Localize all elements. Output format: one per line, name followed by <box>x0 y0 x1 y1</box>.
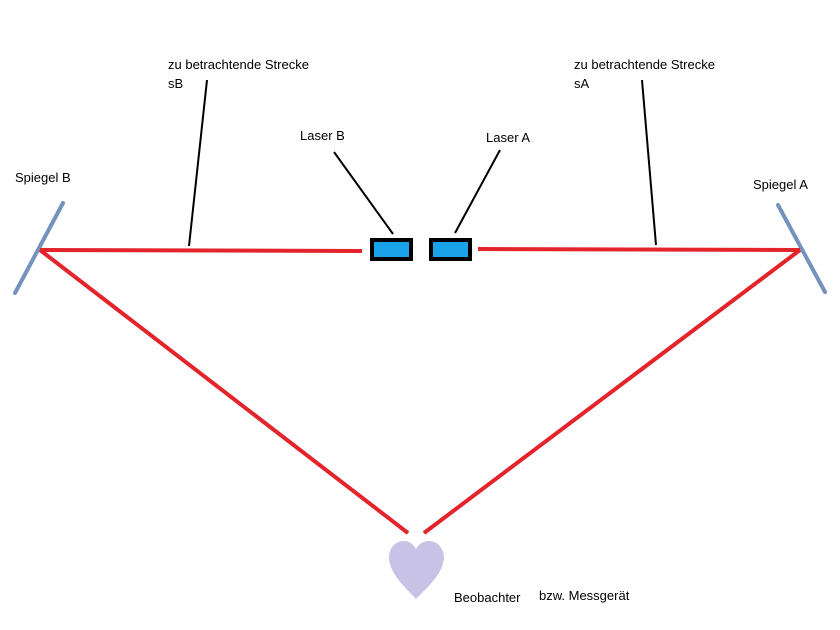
segment-b-label-line2: sB <box>168 76 184 91</box>
pointer-segment-b <box>188 79 208 247</box>
pointer-segment-a <box>641 79 657 246</box>
laser-b <box>370 238 413 261</box>
segment-a-label-line2: sA <box>574 76 590 91</box>
mirror-b-label: Spiegel B <box>15 170 71 185</box>
mirror-b <box>13 201 65 295</box>
heart-icon <box>389 541 444 599</box>
mirror-a <box>776 203 827 294</box>
observer-label: Beobachter <box>454 590 521 605</box>
segment-b-label-line1: zu betrachtende Strecke <box>168 57 309 72</box>
pointer-laser-a <box>454 149 501 234</box>
laser-b-label: Laser B <box>300 128 345 143</box>
segment-a-label-line1: zu betrachtende Strecke <box>574 57 715 72</box>
mirror-a-label: Spiegel A <box>753 177 808 192</box>
beam-b-to-observer <box>38 248 410 535</box>
device-label: bzw. Messgerät <box>539 588 630 603</box>
beam-a-horizontal <box>477 247 801 252</box>
laser-a-label: Laser A <box>486 130 531 145</box>
laser-a <box>429 238 472 261</box>
beam-a-to-observer <box>422 248 802 535</box>
beam-b-horizontal <box>39 248 363 253</box>
pointer-laser-b <box>333 151 394 235</box>
